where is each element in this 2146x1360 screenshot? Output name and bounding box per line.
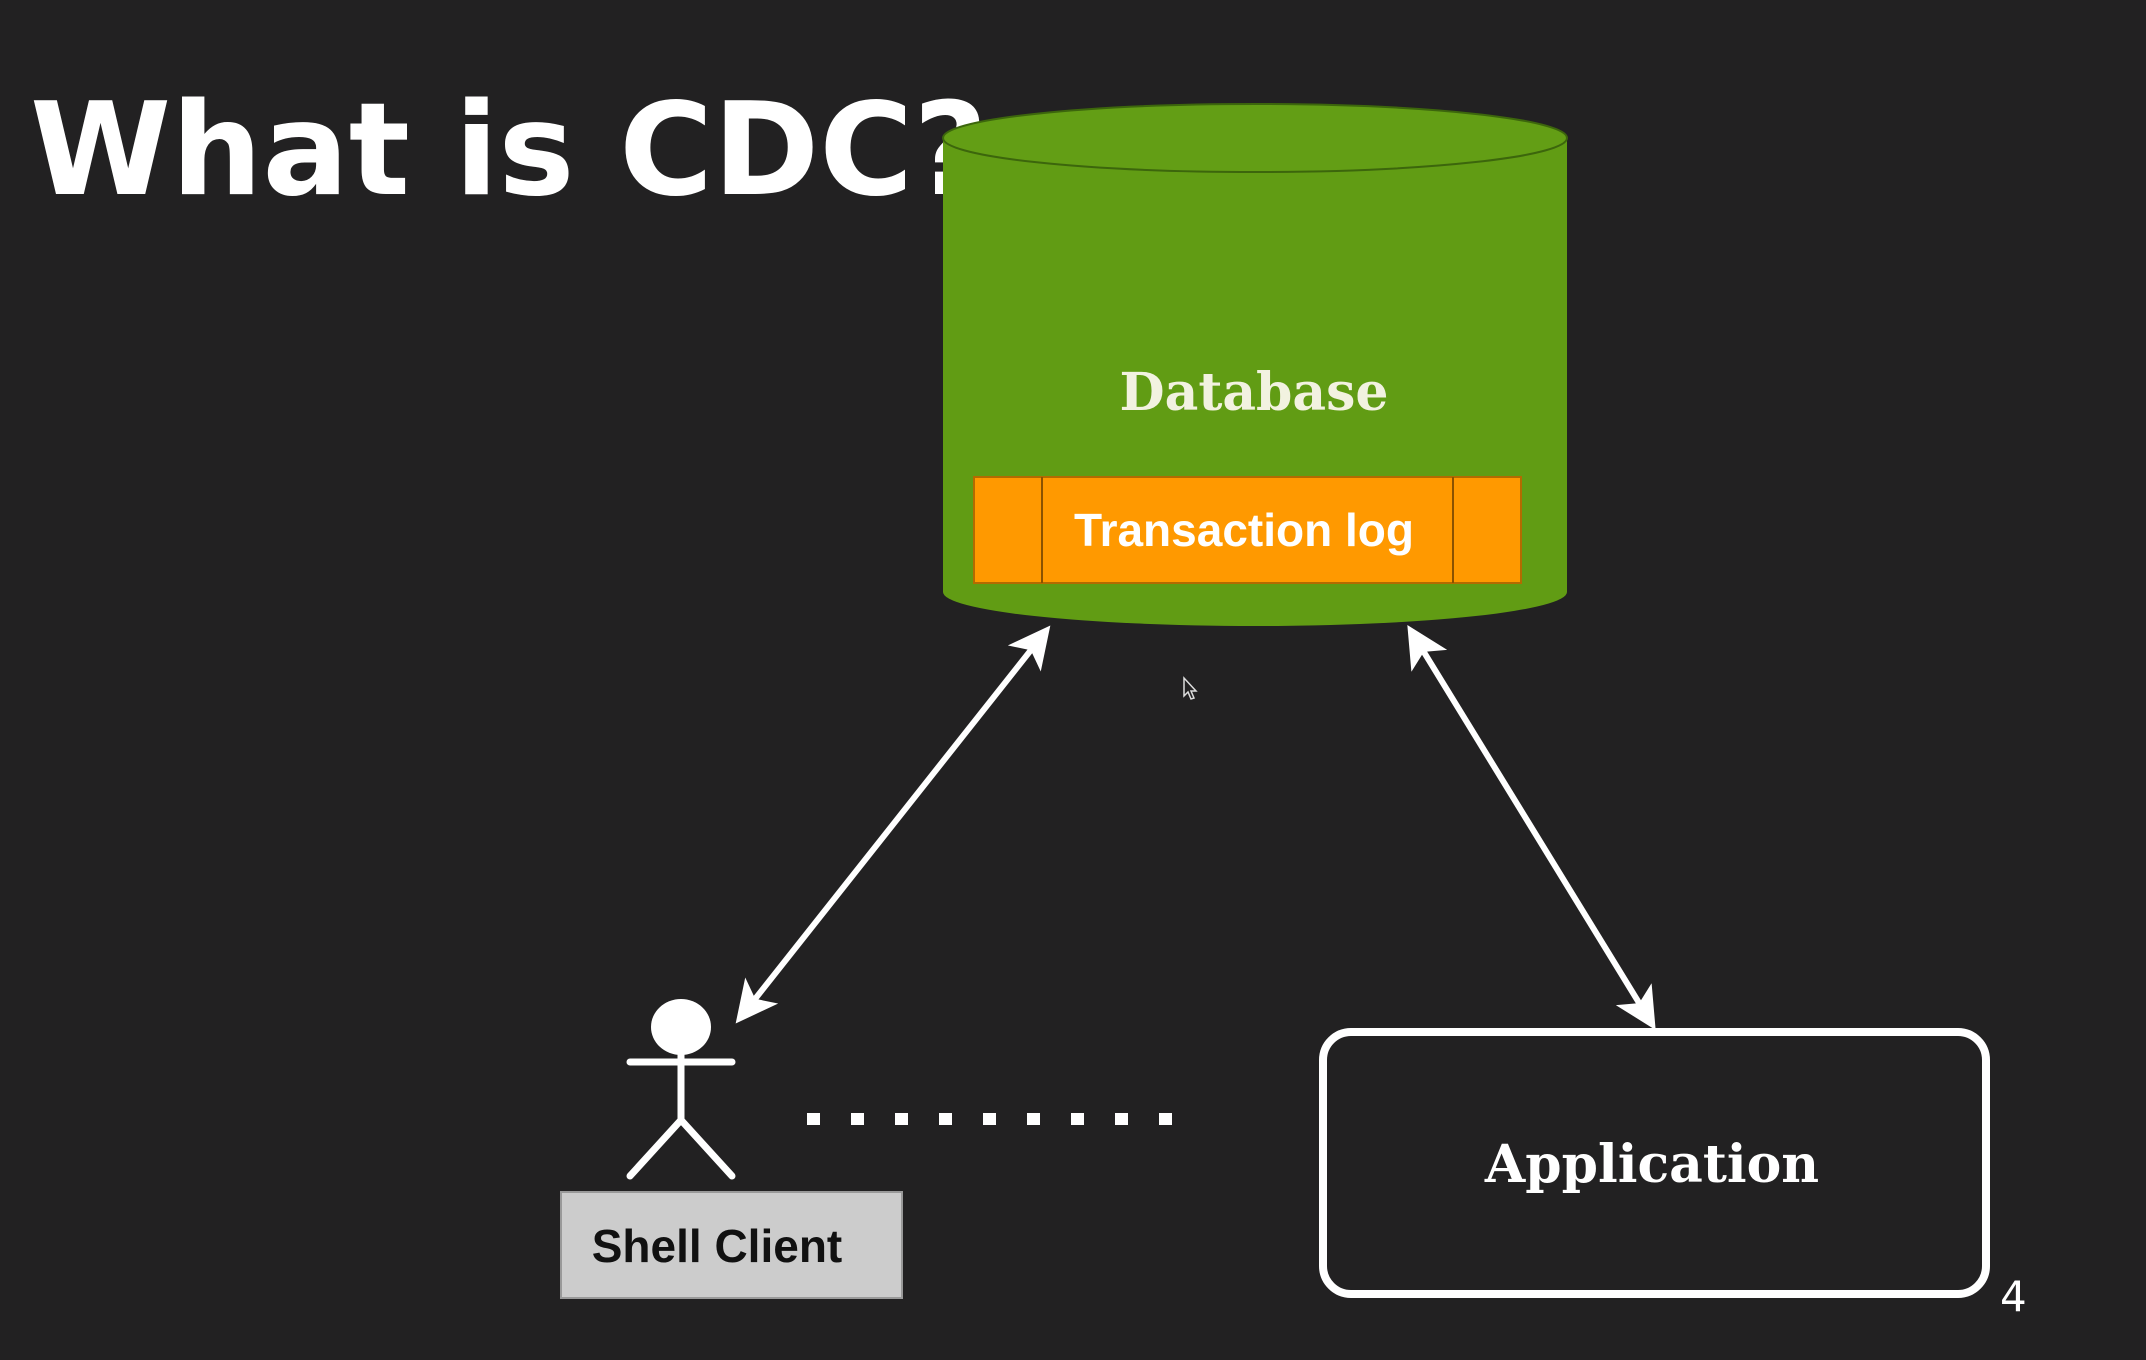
mouse-pointer-icon bbox=[1183, 676, 1198, 700]
database-cylinder-top bbox=[942, 103, 1568, 173]
shell-client-label: Shell Client bbox=[592, 1220, 842, 1272]
transaction-log-node: Transaction log bbox=[973, 476, 1522, 584]
application-box bbox=[1319, 1028, 1990, 1298]
shell-client-box bbox=[560, 1191, 903, 1299]
page-title: What is CDC? bbox=[30, 76, 987, 225]
database-node: Database Transaction log bbox=[942, 103, 1568, 626]
shell-client-database-arrow bbox=[735, 625, 1051, 1024]
database-label: Database bbox=[1120, 362, 1389, 423]
shell-client-node: Shell Client bbox=[560, 1191, 903, 1299]
application-label: Application bbox=[1484, 1134, 1819, 1195]
stick-figure-left-leg bbox=[626, 1116, 685, 1180]
application-node: Application bbox=[1319, 1028, 1990, 1298]
transaction-log-box bbox=[973, 476, 1522, 584]
application-database-arrow bbox=[1407, 625, 1656, 1030]
page-number: 4 bbox=[2000, 1272, 2027, 1321]
stick-figure-icon bbox=[626, 999, 736, 1180]
stick-figure-head bbox=[651, 999, 711, 1055]
transaction-log-label: Transaction log bbox=[1074, 504, 1414, 556]
stick-figure-right-leg bbox=[677, 1116, 736, 1180]
